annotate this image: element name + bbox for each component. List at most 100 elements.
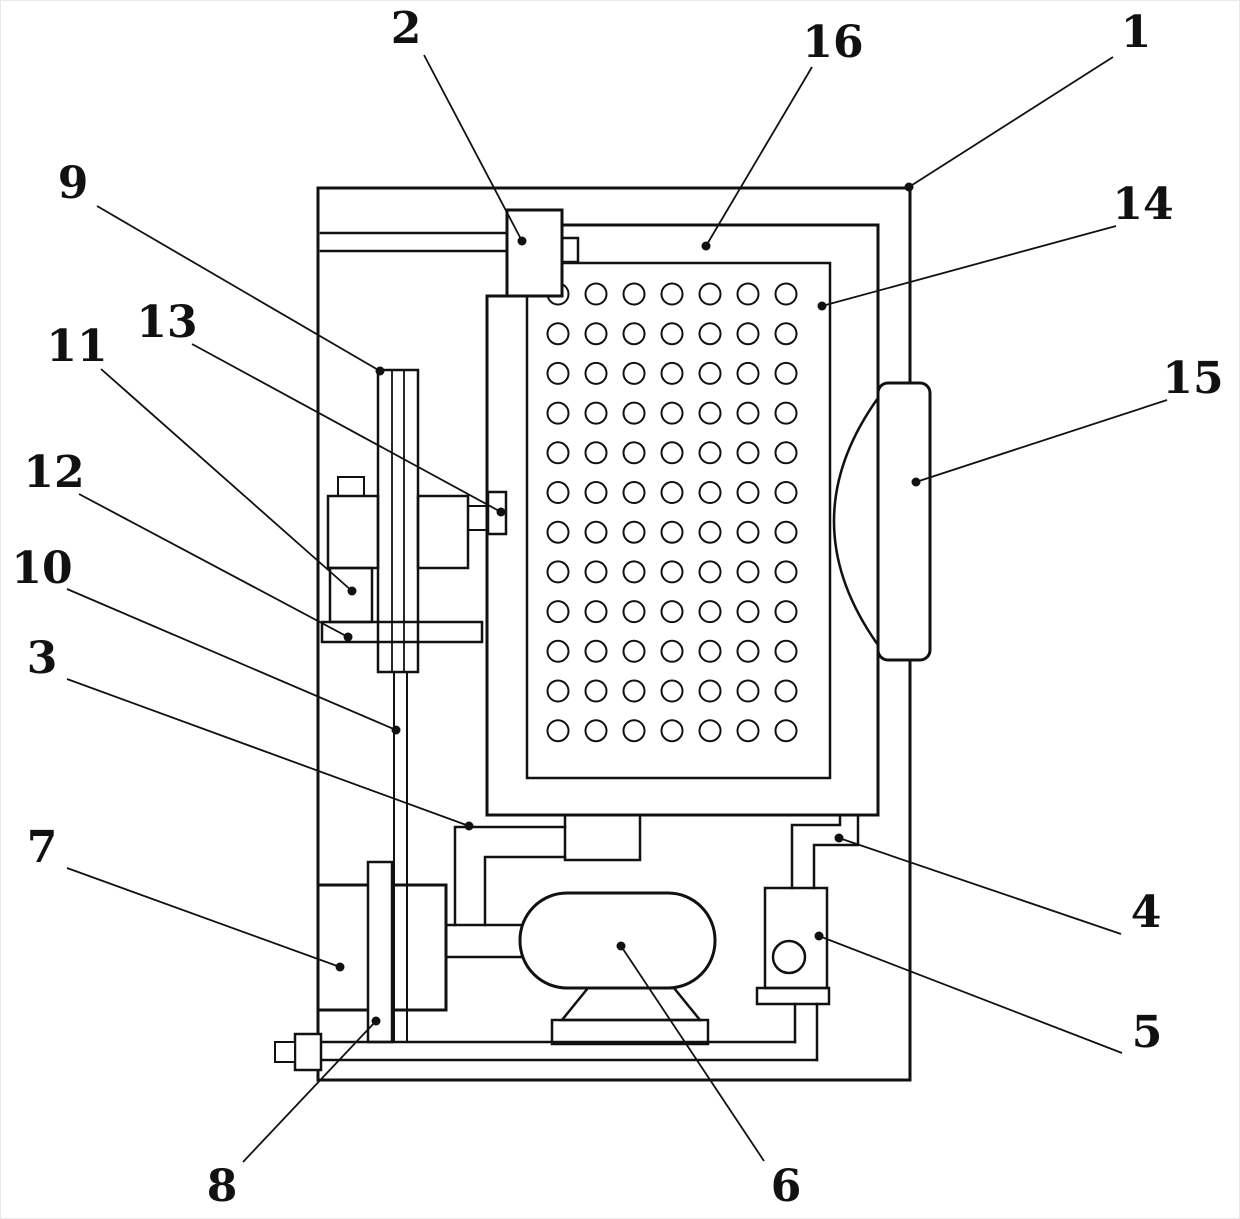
- perforation-hole: [622, 282, 646, 306]
- leader-dot-15: [911, 477, 921, 487]
- perforation-hole: [736, 600, 760, 624]
- perforation-hole: [622, 639, 646, 663]
- side-window: [876, 381, 932, 662]
- perforation-hole: [660, 441, 684, 465]
- callout-3: [66, 678, 474, 831]
- leader-dot-9: [375, 366, 385, 376]
- perforation-hole: [698, 401, 722, 425]
- part-label-6: 6: [771, 1161, 802, 1212]
- part-label-15: 15: [1162, 353, 1223, 404]
- perforation-hole: [698, 679, 722, 703]
- part-label-11: 11: [46, 321, 107, 372]
- perforation-hole: [774, 639, 798, 663]
- leader-line-8: [242, 1020, 377, 1163]
- part-label-14: 14: [1112, 179, 1173, 230]
- perforation-hole: [584, 639, 608, 663]
- pipe-collar: [293, 1032, 323, 1072]
- perforation-hole: [774, 600, 798, 624]
- perforation-hole: [774, 481, 798, 504]
- perforation-hole: [660, 560, 684, 584]
- part-labels: 1 2 3 4 5 6 7 8 9 10 11 12 13 14 15 16: [11, 3, 1223, 1212]
- perforation-hole: [774, 401, 798, 425]
- pump-motor: [518, 891, 717, 990]
- perforation-hole: [736, 401, 760, 425]
- perforation-hole: [736, 322, 760, 346]
- perforation-hole: [774, 282, 798, 306]
- elbow-pipe: [453, 825, 567, 927]
- perforation-hole: [698, 639, 722, 663]
- leader-dot-11: [347, 586, 357, 596]
- perforation-hole: [622, 322, 646, 346]
- perforation-hole: [584, 282, 608, 306]
- perforated-panel: [525, 261, 832, 780]
- perforation-hole: [660, 282, 684, 306]
- support-plate: [320, 620, 484, 644]
- perforation-hole: [584, 401, 608, 425]
- perforation-hole: [698, 481, 722, 504]
- perforation-hole: [698, 520, 722, 544]
- callout-15: [911, 399, 1168, 487]
- perforation-hole: [736, 441, 760, 465]
- pulley-left: [326, 494, 380, 570]
- leader-dot-6: [616, 941, 626, 951]
- perforation-hole: [622, 401, 646, 425]
- leader-dot-7: [335, 962, 345, 972]
- leader-dot-13: [496, 507, 506, 517]
- shaft: [467, 505, 489, 531]
- callout-14: [817, 225, 1117, 311]
- perforation-hole: [622, 361, 646, 385]
- motor-stand: [559, 986, 703, 1022]
- perforation-hole: [774, 441, 798, 465]
- perforation-hole: [698, 322, 722, 346]
- perforation-hole: [660, 600, 684, 624]
- perforation-hole: [736, 560, 760, 584]
- belt-inner-lines: [391, 369, 405, 673]
- callout-11: [100, 368, 357, 596]
- perforation-holes: [546, 282, 798, 743]
- leader-line-13: [191, 343, 502, 513]
- callout-5: [814, 931, 1123, 1054]
- callout-8: [242, 1016, 381, 1163]
- leader-dot-8: [371, 1016, 381, 1026]
- leader-dot-14: [817, 301, 827, 311]
- chamber-outlet: [563, 813, 642, 862]
- perforation-hole: [736, 719, 760, 743]
- perforation-hole: [774, 520, 798, 544]
- leader-line-12: [78, 493, 349, 638]
- callout-9: [96, 205, 385, 376]
- leader-line-10: [66, 588, 397, 731]
- part-label-1: 1: [1121, 7, 1152, 58]
- leader-dot-3: [464, 821, 474, 831]
- callout-6: [616, 941, 765, 1162]
- perforation-hole: [584, 679, 608, 703]
- leader-line-15: [915, 399, 1168, 483]
- callout-12: [78, 493, 353, 642]
- leader-dot-2: [517, 236, 527, 246]
- callouts: [66, 54, 1168, 1163]
- leader-line-3: [66, 678, 470, 827]
- perforation-hole: [660, 361, 684, 385]
- callout-2: [423, 54, 527, 246]
- drain-pipe: [793, 1002, 819, 1062]
- perforation-hole: [546, 719, 570, 743]
- perforation-hole: [660, 520, 684, 544]
- inner-chamber: [485, 223, 880, 817]
- callout-10: [66, 588, 401, 735]
- perforation-hole: [660, 679, 684, 703]
- perforation-hole: [774, 679, 798, 703]
- leader-line-1: [908, 56, 1114, 188]
- perforation-hole: [584, 600, 608, 624]
- perforation-hole: [622, 520, 646, 544]
- perforation-hole: [584, 322, 608, 346]
- callout-13: [191, 343, 506, 517]
- perforation-hole: [698, 719, 722, 743]
- perforation-hole: [774, 361, 798, 385]
- perforation-hole: [622, 600, 646, 624]
- return-pipe: [790, 813, 860, 890]
- perforation-hole: [622, 441, 646, 465]
- leader-dot-1: [904, 182, 914, 192]
- motor-base: [550, 1018, 710, 1046]
- window-bulge: [832, 396, 880, 647]
- perforation-hole: [546, 322, 570, 346]
